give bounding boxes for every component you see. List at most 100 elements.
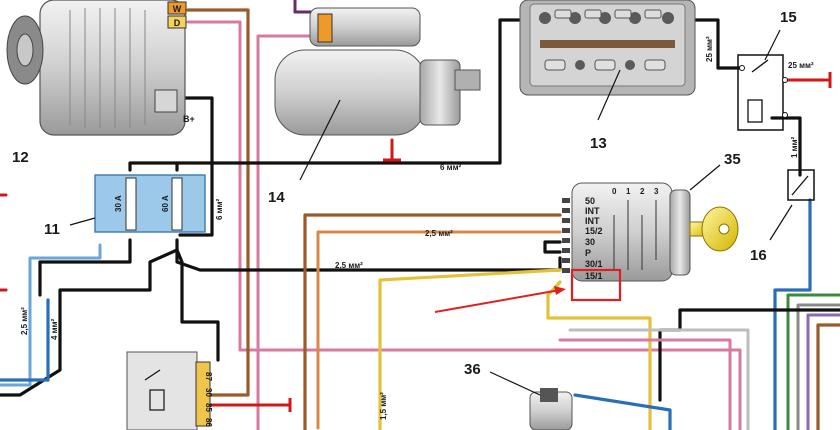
fuse-block-contacts <box>539 9 675 71</box>
label-35: 35 <box>724 151 741 168</box>
relay-15-coil <box>747 99 763 123</box>
wire-black-6mm <box>128 18 532 172</box>
ign-term-int1: INT <box>585 206 600 216</box>
wire-gray-right <box>796 303 840 430</box>
wire-blue-left <box>0 298 50 382</box>
wire-label-25mm-black: 2,5 мм² <box>335 261 363 270</box>
wire-black-ign-loop <box>543 240 562 254</box>
terminal-bplus-label: B+ <box>183 114 195 124</box>
label-14: 14 <box>268 189 285 206</box>
lower-relay-body <box>126 351 198 430</box>
highlight-box-15-1 <box>570 268 622 302</box>
fuse-box: 30 A 60 A 11 <box>44 174 206 238</box>
wire-violet-right <box>806 313 840 430</box>
device-36: 36 <box>464 361 573 430</box>
ignition-switch-matrix <box>613 200 657 270</box>
starter-drive <box>419 59 461 126</box>
fuse-60a <box>171 177 183 231</box>
label-12: 12 <box>12 149 29 166</box>
wire-orange <box>316 230 562 430</box>
wire-label-25mm-orange: 2,5 мм² <box>425 229 453 238</box>
highlight-arrow <box>434 289 561 313</box>
ignition-switch-barrel <box>669 189 691 276</box>
wire-black-bplus <box>178 96 214 237</box>
label-13: 13 <box>590 135 607 152</box>
label-36: 36 <box>464 361 481 378</box>
wire-black-fuse-bottom3 <box>0 248 179 397</box>
alternator-terminal-w <box>167 1 187 15</box>
highlight-arrowhead <box>554 286 566 295</box>
pin-85: 85 <box>204 403 213 412</box>
relay-15: 15 <box>737 9 797 131</box>
wire-yellow <box>378 268 562 430</box>
fuse-block: 13 <box>519 0 696 152</box>
wire-label-6mm-vert: 6 мм² <box>215 198 224 220</box>
pin-30: 30 <box>204 388 213 397</box>
label-16: 16 <box>750 247 767 264</box>
pin-86: 86 <box>204 418 213 427</box>
ign-term-15-1: 15/1 <box>585 271 603 281</box>
wire-label-6mm-top: 6 мм² <box>440 163 462 172</box>
fuse-30a-label: 30 A <box>114 195 123 212</box>
wire-black-fuse-bottom4 <box>175 248 220 362</box>
wire-blue-right <box>773 198 812 430</box>
relay-16: 16 <box>750 169 815 264</box>
wire-black-relay-down <box>770 116 802 177</box>
label-11: 11 <box>44 221 60 238</box>
wire-label-1mm: 1 мм² <box>790 136 799 158</box>
alternator-body <box>39 0 186 136</box>
wire-black-fuse-bottom2 <box>175 238 562 272</box>
alternator: W D B+ 12 <box>6 0 195 166</box>
ign-term-int2: INT <box>585 216 600 226</box>
wire-black-fuse-bottom1 <box>38 238 132 297</box>
terminal-w-label: W <box>173 4 182 14</box>
wire-brown-main <box>303 213 562 430</box>
wire-black-right <box>658 308 840 402</box>
relay-16-body <box>787 169 815 201</box>
alternator-pulley-hub <box>16 33 34 67</box>
relay-15-body <box>737 54 784 131</box>
ignition-contacts <box>562 198 570 273</box>
lower-relay-terminals <box>195 361 211 427</box>
wire-lgray-right <box>568 328 750 430</box>
ignition-key <box>689 206 739 252</box>
ign-term-30-1: 30/1 <box>585 259 603 269</box>
wire-lblue-left <box>0 243 102 387</box>
alternator-terminal-d <box>167 15 187 29</box>
wire-labels: 6 мм² 25 мм² 25 мм² 1 мм² 6 мм² 2,5 мм² … <box>20 36 814 420</box>
ign-term-30: 30 <box>585 237 595 247</box>
wire-green-right <box>786 293 840 430</box>
ign-term-p: P <box>585 248 591 258</box>
lower-relay: 87 30 85 86 <box>126 351 213 430</box>
fuse-30a <box>125 177 137 231</box>
starter: 14 <box>268 7 481 206</box>
label-15: 15 <box>780 9 797 26</box>
starter-solenoid <box>309 7 421 47</box>
wire-label-25mm-right: 25 мм² <box>788 61 814 70</box>
wire-brown-right <box>816 323 840 430</box>
wire-label-15mm: 1,5 мм² <box>379 392 388 420</box>
fuse-60a-label: 60 A <box>161 195 170 212</box>
wire-label-4mm: 4 мм² <box>50 318 59 340</box>
terminal-d-label: D <box>174 18 181 28</box>
ign-col-1: 1 <box>626 187 631 196</box>
starter-solenoid-terminal <box>317 13 333 43</box>
wire-pink-left <box>256 34 320 430</box>
wire-blue-36 <box>573 393 672 430</box>
ign-term-15-2: 15/2 <box>585 226 603 236</box>
starter-motor <box>274 49 426 136</box>
ign-term-50: 50 <box>585 196 595 206</box>
wire-label-25mm-top: 25 мм² <box>705 36 714 62</box>
starter-flange <box>454 69 481 91</box>
wire-brown-alt <box>186 8 250 397</box>
pin-87: 87 <box>204 372 213 381</box>
wire-label-25mm-left: 2,5 мм² <box>20 307 29 335</box>
fuse-box-body <box>94 174 206 233</box>
wire-pink-right <box>558 338 732 430</box>
wire-pink-alt <box>186 20 742 430</box>
wire-black-relay <box>678 18 742 70</box>
ground-marks <box>288 72 832 412</box>
alternator-bplus-post <box>154 89 178 113</box>
